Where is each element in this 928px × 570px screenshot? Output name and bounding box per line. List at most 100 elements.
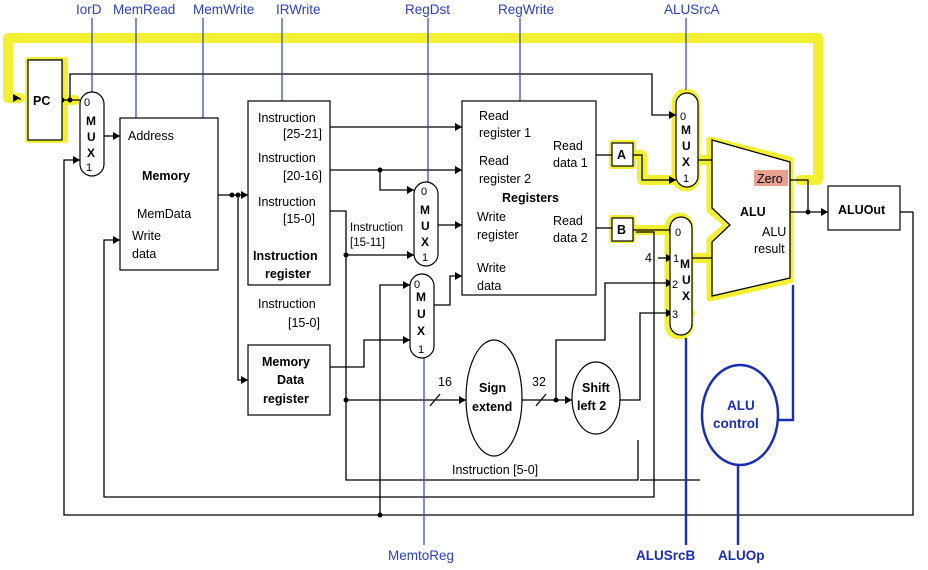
instruction-5-0-label: Instruction [5-0] <box>452 463 538 477</box>
sign-extend-block: Sign extend <box>465 339 523 457</box>
bus-width-32: 32 <box>532 375 546 389</box>
memory-write-label-1: Write <box>132 229 161 243</box>
mux-letter-m: M <box>416 290 426 304</box>
data-wires <box>19 59 914 518</box>
memory-address-label: Address <box>128 129 174 143</box>
mux-input-0: 0 <box>84 97 90 109</box>
shift-left-label-1: Shift <box>582 381 611 395</box>
alu-block: Zero ALU ALU result <box>711 139 791 297</box>
reg-read-data2-a: Read <box>553 214 583 228</box>
memory-data-register-block: Memory Data register <box>247 344 331 416</box>
mdr-label-1: Memory <box>262 355 310 369</box>
shift-left-label-2: left 2 <box>577 399 606 413</box>
mux-input-1: 1 <box>86 162 92 174</box>
aluop-label: ALUOp <box>718 548 765 563</box>
mdr-label-2: Data <box>277 373 305 387</box>
alusrcb-label: ALUSrcB <box>636 548 696 563</box>
alu-control-label-1: ALU <box>727 398 755 413</box>
mux-letter-x: X <box>421 235 429 249</box>
alu-control-block: ALU control <box>700 363 780 467</box>
reg-write-data-b: data <box>477 279 501 293</box>
pc-label: PC <box>33 94 50 108</box>
ir-title-1: Instruction <box>253 249 318 263</box>
memory-title: Memory <box>142 169 190 183</box>
reg-read-data1-a: Read <box>553 139 583 153</box>
ir-field-3-b: [15-0] <box>283 212 315 226</box>
reg-write-reg-b: register <box>477 228 519 242</box>
sign-extend-label-2: extend <box>472 400 512 414</box>
alu-title: ALU <box>740 205 766 219</box>
mux-input-2: 2 <box>672 279 678 291</box>
irwrite-label: IRWrite <box>276 2 321 17</box>
control-signal-labels: IorD MemRead MemWrite IRWrite RegDst Reg… <box>76 2 765 563</box>
ir-15-11-label-b: [15-11] <box>350 237 385 249</box>
ir-out-label-1: Instruction <box>258 297 316 311</box>
ir-field-1-a: Instruction <box>258 111 316 125</box>
memory-block: Address Memory MemData Write data <box>119 117 219 271</box>
control-wires <box>91 18 795 545</box>
a-label: A <box>617 148 626 162</box>
mux-letter-x: X <box>87 146 95 160</box>
reg-write-reg-a: Write <box>477 210 506 224</box>
ir-title-2: register <box>265 267 311 281</box>
ir-field-2-a: Instruction <box>258 151 316 165</box>
aluout-label: ALUOut <box>838 203 886 217</box>
aluout-register: ALUOut <box>827 185 901 231</box>
register-file-block: Read register 1 Read register 2 Register… <box>461 100 597 296</box>
memory-memdata-label: MemData <box>137 207 191 221</box>
memwrite-label: MemWrite <box>193 2 254 17</box>
regwrite-label: RegWrite <box>498 2 554 17</box>
a-register: A <box>611 142 634 167</box>
ir-field-3-a: Instruction <box>258 195 316 209</box>
alusrcb-mux: 0 1 2 3 M U X <box>669 216 693 336</box>
mux-input-1: 1 <box>418 344 424 356</box>
alusrca-mux: 0 M U X 1 <box>675 92 699 188</box>
alu-zero-label: Zero <box>757 172 783 186</box>
constant-4-label: 4 <box>645 251 652 265</box>
mux-letter-u: U <box>682 139 691 153</box>
pc-register: PC <box>27 59 63 141</box>
alusrca-label: ALUSrcA <box>664 2 720 17</box>
reg-read-reg2-a: Read <box>479 154 509 168</box>
memory-write-label-2: data <box>132 247 156 261</box>
regdst-label: RegDst <box>405 2 450 17</box>
mux-input-1: 1 <box>673 253 679 265</box>
mux-letter-u: U <box>417 307 426 321</box>
sign-extend-label-1: Sign <box>479 381 506 395</box>
ir-field-2-b: [20-16] <box>283 169 322 183</box>
reg-read-reg1-a: Read <box>479 109 509 123</box>
b-label: B <box>617 223 626 237</box>
b-register: B <box>611 217 634 242</box>
iord-label: IorD <box>76 2 102 17</box>
reg-read-data2-b: data 2 <box>553 231 588 245</box>
mux-letter-u: U <box>682 273 691 287</box>
memtoreg-mux: 0 M U X 1 <box>409 273 435 359</box>
shift-left-2-block: Shift left 2 <box>571 361 621 435</box>
mux-input-0: 0 <box>414 279 420 291</box>
mux-letter-m: M <box>86 114 96 128</box>
mux-input-0: 0 <box>421 186 427 198</box>
memread-label: MemRead <box>113 2 175 17</box>
mux-letter-x: X <box>682 289 690 303</box>
regdst-mux: 0 M U X 1 <box>413 181 439 267</box>
mux-letter-u: U <box>421 219 430 233</box>
mux-letter-x: X <box>682 155 690 169</box>
mux-letter-x: X <box>417 324 425 338</box>
ir-15-11-label-a: Instruction <box>350 222 403 234</box>
mux-letter-m: M <box>681 123 691 137</box>
mux-input-3: 3 <box>672 309 678 321</box>
ir-field-1-b: [25-21] <box>283 127 322 141</box>
reg-read-data1-b: data 1 <box>553 156 588 170</box>
registers-title: Registers <box>502 191 559 205</box>
reg-read-reg1-b: register 1 <box>479 126 531 140</box>
alu-result-label-1: ALU <box>762 225 786 239</box>
iord-mux: 0 M U X 1 <box>79 91 105 177</box>
mux-input-1: 1 <box>683 173 689 185</box>
bus-width-16: 16 <box>438 375 452 389</box>
alu-control-label-2: control <box>713 416 759 431</box>
instruction-register-block: Instruction [25-21] Instruction [20-16] … <box>247 100 331 286</box>
zero-flag-box <box>754 170 788 186</box>
mux-letter-m: M <box>420 203 430 217</box>
ir-out-label-2: [15-0] <box>288 316 320 330</box>
